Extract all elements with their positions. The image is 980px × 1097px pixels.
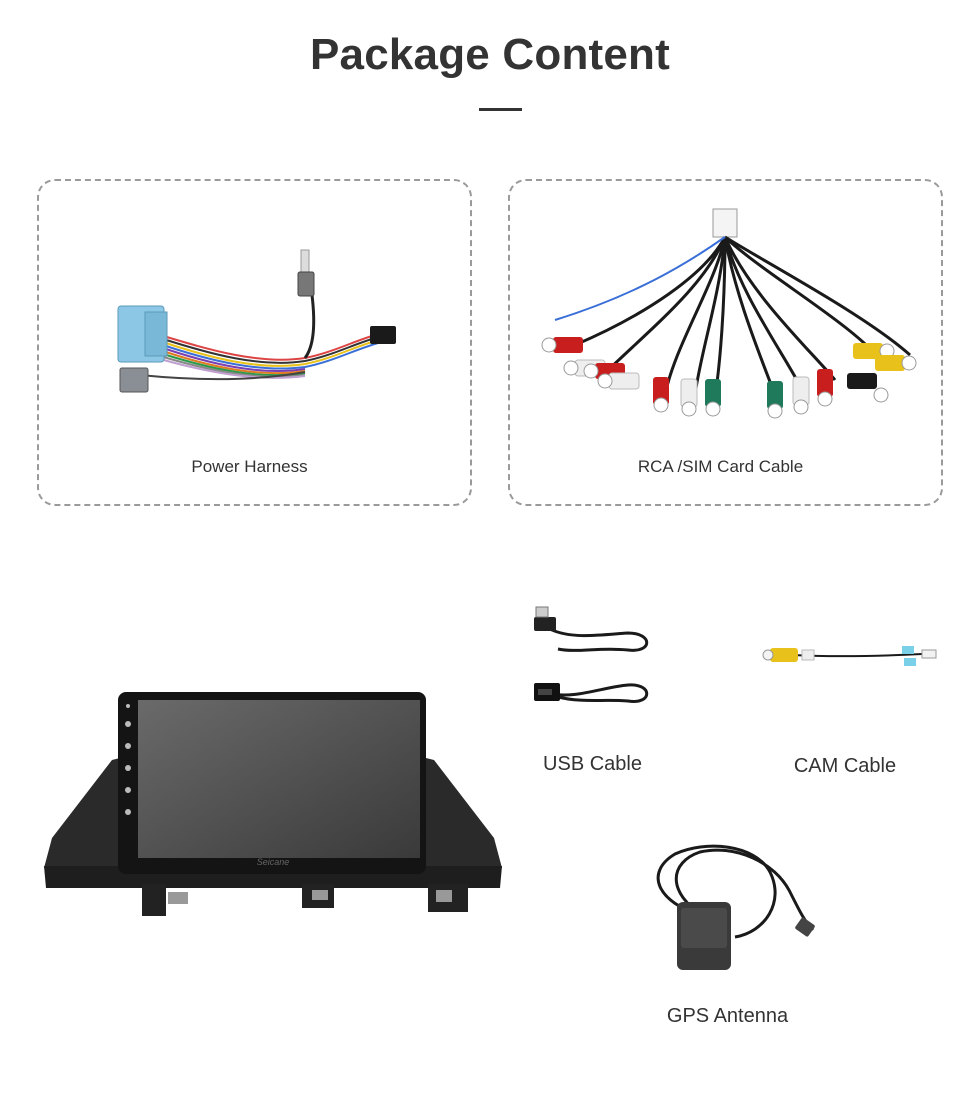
rca-sim-cable-label: RCA /SIM Card Cable: [637, 457, 804, 476]
title-underline: [479, 108, 522, 111]
page-title: Package Content: [310, 30, 670, 79]
power-harness-card: [37, 179, 472, 506]
power-harness-label: Power Harness: [191, 457, 308, 476]
usb-cable-image: [534, 606, 649, 703]
power-harness-image: [117, 249, 396, 393]
gps-antenna-label: GPS Antenna: [666, 1005, 789, 1027]
gps-antenna-image: [656, 844, 815, 970]
rca-sim-cable-image: [541, 208, 917, 419]
head-unit-brand: Seicane: [256, 857, 290, 867]
usb-cable-label: USB Cable: [543, 753, 642, 775]
cam-cable-label: CAM Cable: [793, 755, 897, 777]
head-unit-image: [44, 692, 502, 916]
cam-cable-image: [762, 646, 937, 666]
